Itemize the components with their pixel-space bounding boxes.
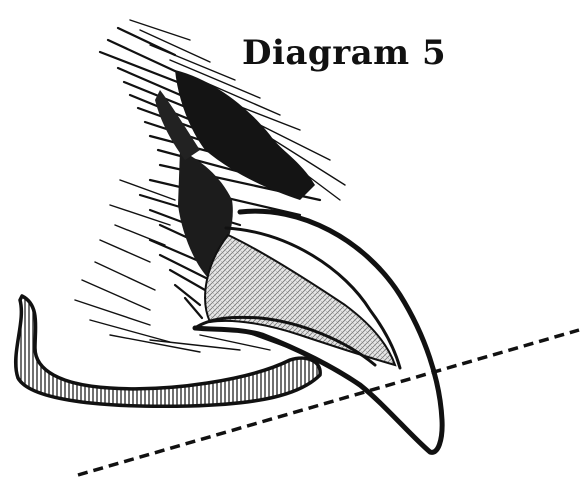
diagram-canvas: Diagram 5 xyxy=(0,0,581,481)
nail-illustration xyxy=(0,0,581,481)
